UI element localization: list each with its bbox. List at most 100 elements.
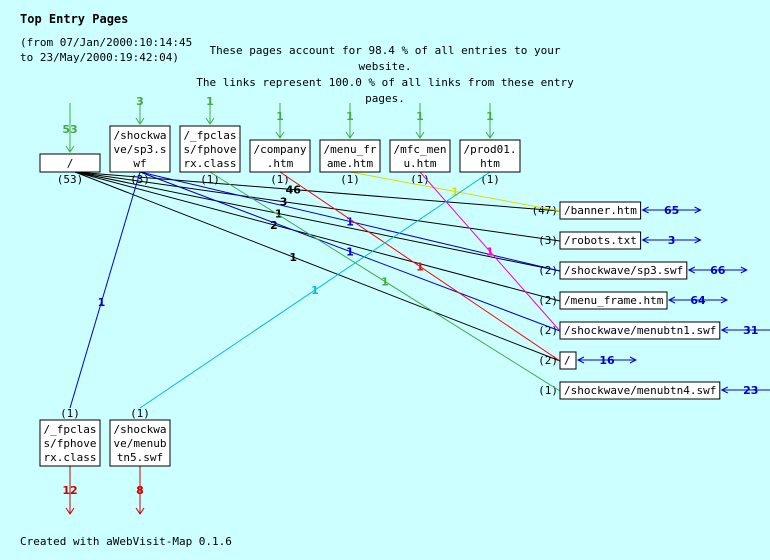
link-count-label: 46 <box>286 184 302 197</box>
target-node-count: (2) <box>538 294 558 307</box>
arrow-right-icon <box>694 236 702 244</box>
link-count-label: 1 <box>381 276 389 289</box>
entry-node-box <box>39 153 101 173</box>
exit-node-count: (1) <box>130 407 150 420</box>
entry-node-label: wf <box>133 157 146 170</box>
link-count-label: 1 <box>289 251 297 264</box>
arrow-right-icon <box>694 206 702 214</box>
entry-node-box <box>389 139 451 173</box>
entry-node-count: (1) <box>340 173 360 186</box>
entry-arrowhead-icon <box>205 117 215 125</box>
entry-count-label: 53 <box>62 123 77 136</box>
entry-node-label: /mfc_men <box>394 143 447 156</box>
target-node-count: (2) <box>538 264 558 277</box>
entry-node-box <box>319 139 381 173</box>
link-count-label: 1 <box>98 296 106 309</box>
entry-count-label: 1 <box>206 95 214 108</box>
link-line <box>74 171 561 362</box>
target-node-box <box>559 381 721 400</box>
entry-node-label: /prod01. <box>464 143 517 156</box>
entry-node-box <box>459 139 521 173</box>
entry-node-count: (1) <box>480 173 500 186</box>
revisit-count-label: 16 <box>599 354 615 367</box>
page-title: Top Entry Pages <box>20 12 129 26</box>
target-node-label: /menu_frame.htm <box>564 294 664 307</box>
exit-node-label: ve/menub <box>114 437 167 450</box>
date-range-to: to 23/May/2000:19:42:04) <box>20 51 179 64</box>
entry-node-label: / <box>67 157 74 170</box>
date-range-from: (from 07/Jan/2000:10:14:45 <box>20 36 193 49</box>
link-count-label: 1 <box>416 261 424 274</box>
target-node-label: /shockwave/menubtn4.swf <box>564 384 716 397</box>
entry-node-count: (1) <box>410 173 430 186</box>
entry-arrowhead-icon <box>415 131 425 139</box>
target-node-label: /shockwave/sp3.swf <box>564 264 683 277</box>
link-count-label: 1 <box>275 208 283 221</box>
entry-node-count: (1) <box>270 173 290 186</box>
exit-arrowhead-icon <box>65 507 75 515</box>
link-line <box>349 171 561 212</box>
entry-node-label: /menu_fr <box>324 143 377 156</box>
arrow-left-icon <box>641 236 649 244</box>
entry-node-label: ame.htm <box>327 157 374 170</box>
entry-count-label: 3 <box>136 95 144 108</box>
arrow-left-icon <box>576 356 585 364</box>
exit-arrowhead-icon <box>135 507 145 515</box>
entry-node-label: ve/sp3.s <box>114 143 167 156</box>
entry-count-label: 1 <box>346 110 354 123</box>
target-node-box <box>559 261 688 280</box>
exit-count-label: 12 <box>62 484 77 497</box>
entry-node-label: u.htm <box>403 157 436 170</box>
arrow-left-icon <box>667 296 676 304</box>
entry-arrowhead-icon <box>345 131 355 139</box>
arrow-left-icon <box>641 206 649 214</box>
exit-node-label: /_fpclas <box>44 423 97 436</box>
revisit-count-label: 64 <box>690 294 706 307</box>
link-count-label: 1 <box>451 186 459 199</box>
exit-node-count: (1) <box>60 407 80 420</box>
link-count-label: 3 <box>280 196 288 209</box>
link-count-label: 1 <box>346 216 354 229</box>
entry-count-label: 1 <box>486 110 494 123</box>
link-line <box>139 171 561 332</box>
entry-node-box <box>179 125 241 173</box>
summary-links: The links represent 100.0 % of all links… <box>196 76 574 105</box>
entry-node-count: (53) <box>57 173 84 186</box>
link-line <box>209 171 561 392</box>
entry-node-box <box>249 139 311 173</box>
entry-arrowhead-icon <box>275 131 285 139</box>
target-node-label: /shockwave/menubtn1.swf <box>564 324 716 337</box>
target-node-label: / <box>564 354 571 367</box>
entry-node-label: .htm <box>267 157 294 170</box>
exit-node-label: tn5.swf <box>117 451 163 464</box>
link-line <box>74 171 561 272</box>
target-node-count: (1) <box>538 384 558 397</box>
entry-node-box <box>109 125 171 173</box>
exit-node-label: /shockwa <box>114 423 167 436</box>
summary: These pages account for 98.4 % of all en… <box>185 43 585 107</box>
link-count-label: 1 <box>486 246 494 259</box>
entry-node-label: s/fphove <box>184 143 237 156</box>
arrow-right-icon <box>740 266 748 274</box>
entry-node-label: /_fpclas <box>184 129 237 142</box>
entry-count-label: 1 <box>276 110 284 123</box>
date-range: (from 07/Jan/2000:10:14:45 to 23/May/200… <box>20 35 192 65</box>
footer-credit: Created with aWebVisit-Map 0.1.6 <box>20 535 232 548</box>
arrow-right-icon <box>720 296 729 304</box>
link-line <box>74 171 561 242</box>
entry-arrowhead-icon <box>135 117 145 125</box>
link-count-label: 1 <box>346 246 354 259</box>
link-count-label: 2 <box>270 219 278 232</box>
arrow-left-icon <box>720 386 729 394</box>
exit-node-label: s/fphove <box>44 437 97 450</box>
arrow-left-icon <box>720 326 729 334</box>
target-node-box <box>559 201 642 220</box>
target-node-count: (3) <box>538 234 558 247</box>
revisit-count-label: 31 <box>743 324 758 337</box>
revisit-count-label: 66 <box>710 264 726 277</box>
target-node-box <box>559 321 721 340</box>
target-node-box <box>559 231 642 250</box>
target-node-label: /banner.htm <box>564 204 637 217</box>
revisit-count-label: 3 <box>668 234 676 247</box>
